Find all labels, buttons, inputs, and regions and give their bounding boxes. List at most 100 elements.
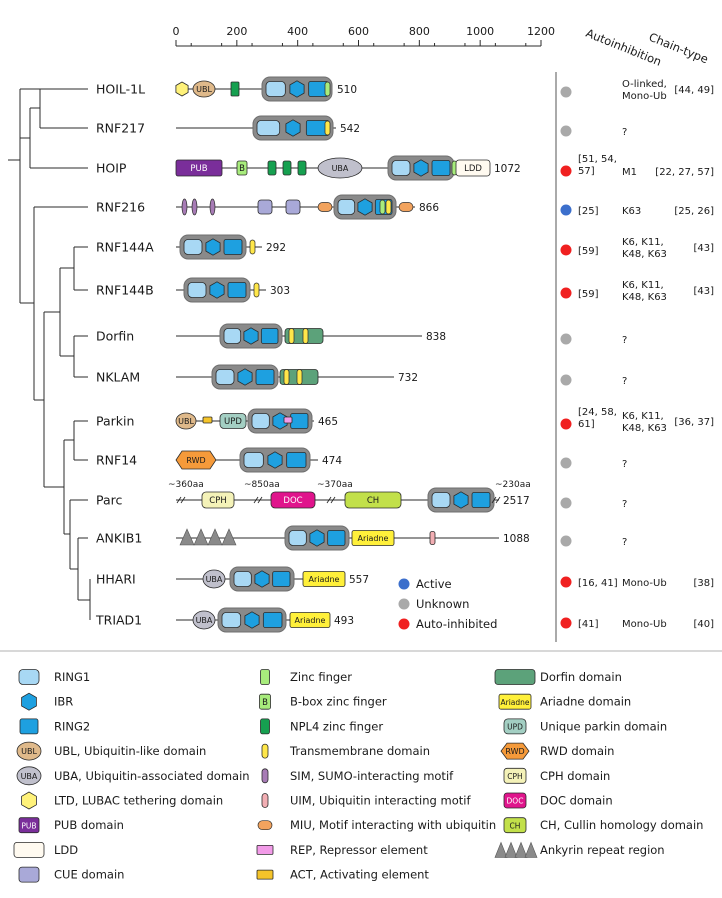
cue-domain (285, 199, 301, 215)
chain-type-reference: [43] (693, 286, 714, 297)
ring1-domain (221, 612, 242, 628)
ldd-domain (455, 159, 491, 177)
ring2-domain (260, 328, 279, 344)
bbox-icon (259, 693, 271, 710)
chain-type-label: ? (622, 335, 627, 346)
chain-type-reference: [38] (693, 578, 714, 589)
act-icon (256, 869, 274, 880)
autoinhibition-status-dot (560, 204, 572, 216)
ubl-domain (192, 80, 216, 98)
upd-icon-text: UPD (507, 723, 523, 732)
legend-item: ACT, Activating element (256, 868, 429, 882)
legend-item: LDD (13, 842, 78, 858)
transmembrane-domain (288, 328, 295, 344)
rep-element (283, 416, 293, 424)
rwd-domain (175, 450, 217, 470)
protein-name: HOIP (96, 161, 127, 176)
legend-label: NPL4 zinc finger (290, 719, 383, 733)
chain-type-reference: [43] (693, 243, 714, 254)
gap-mark (180, 496, 186, 504)
active-dot (398, 578, 410, 590)
autoinhibition-reference: 61] (578, 419, 595, 430)
autoinhibition-reference: [16, 41] (578, 578, 618, 589)
zinc-finger-icon (260, 669, 270, 685)
chain-type-label: K6, K11, (622, 237, 664, 248)
legend-item: IBR (21, 692, 73, 711)
ibr-domain (289, 80, 305, 98)
ring2-domain (227, 282, 247, 298)
chain-type-label: ? (622, 537, 627, 548)
ring1-domain (256, 120, 281, 136)
ankyrin-icon (504, 841, 518, 858)
cph-icon (503, 767, 527, 784)
sim-motif (181, 198, 188, 216)
ankyrin-icon (524, 841, 538, 858)
ring1-domain (251, 413, 270, 429)
legend-label: DOC domain (540, 794, 613, 808)
transmembrane-domain (302, 328, 309, 344)
pub-icon-text: PUB (21, 821, 36, 830)
autoinhibition-status-dot (560, 244, 572, 256)
ring1-icon (18, 669, 40, 685)
ubl-domain-text: UBL (196, 85, 212, 94)
unknown-dot (398, 598, 410, 610)
cph-icon-text: CPH (507, 772, 522, 781)
legend-label: UBL, Ubiquitin-like domain (54, 744, 206, 758)
protein-name: RNF217 (96, 121, 145, 136)
legend-item: RING1 (18, 669, 90, 685)
cph-domain (201, 491, 235, 509)
legend-label: B-box zinc finger (290, 695, 387, 709)
ldd-domain-text: LDD (464, 164, 482, 174)
ring1-domain (187, 282, 207, 298)
bbox-zinc-finger (236, 160, 248, 176)
chain-type-reference: [44, 49] (674, 85, 714, 96)
upd-domain-text: UPD (224, 417, 242, 427)
chain-type-reference: [25, 26] (674, 206, 714, 217)
uim-motif (429, 531, 436, 545)
gap-mark (253, 496, 259, 504)
ch-icon-text: CH (510, 821, 521, 830)
ubl-domain-text: UBL (178, 417, 194, 426)
protein-length: 474 (322, 455, 342, 467)
legend-label: LTD, LUBAC tethering domain (54, 794, 223, 808)
npl4-zinc-finger (282, 160, 292, 176)
sim-motif (209, 198, 216, 216)
ring2-icon (19, 718, 39, 735)
legend-label: SIM, SUMO-interacting motif (290, 769, 454, 783)
autoinhibition-status-dot (560, 165, 572, 177)
protein-length: 838 (426, 331, 446, 343)
ring2-domain (286, 452, 307, 468)
doc-icon (503, 792, 527, 809)
legend-label: UIM, Ubiquitin interacting motif (290, 794, 471, 808)
gap-mark (176, 496, 182, 504)
ring2-domain (327, 530, 346, 546)
ring2-domain (262, 612, 283, 628)
protein-length: 510 (337, 84, 357, 96)
protein-length: 542 (340, 123, 360, 135)
ariadne-icon (498, 693, 532, 710)
ring2-domain (223, 239, 243, 255)
ring1-domain (223, 328, 242, 344)
legend-label: REP, Repressor element (290, 843, 428, 857)
protein-length: 866 (419, 202, 439, 214)
autoinhibition-reference: [25] (578, 206, 599, 217)
ibr-domain (254, 570, 270, 588)
protein-length: 303 (270, 285, 290, 297)
protein-name: Parc (96, 493, 123, 508)
protein-name: RNF144A (96, 240, 154, 255)
ldd-icon (13, 842, 45, 858)
axis-tick-label: 0 (173, 25, 180, 38)
legend-label: RING1 (54, 670, 90, 684)
ankyrin-repeat (207, 528, 223, 546)
